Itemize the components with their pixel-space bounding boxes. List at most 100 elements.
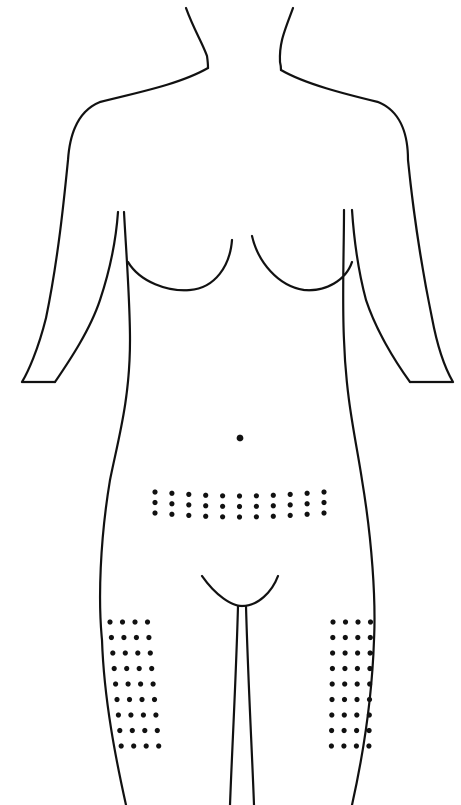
right-thigh-dot bbox=[128, 712, 133, 717]
left-thigh-dot bbox=[343, 619, 348, 624]
left-thigh-dot bbox=[368, 650, 373, 655]
abdomen-dot bbox=[220, 493, 225, 498]
left-thigh-dot bbox=[342, 666, 347, 671]
left-breast-line bbox=[128, 240, 232, 290]
left-thigh-dot bbox=[355, 635, 360, 640]
left-thigh-dot bbox=[343, 650, 348, 655]
right-thigh-dot bbox=[152, 697, 157, 702]
abdomen-dot bbox=[203, 493, 208, 498]
abdomen-dot bbox=[152, 510, 157, 515]
left-thigh-dot bbox=[367, 712, 372, 717]
right-thigh-dot bbox=[134, 635, 139, 640]
left-thigh-dot bbox=[330, 619, 335, 624]
abdomen-dot bbox=[321, 500, 326, 505]
right-thigh-dot bbox=[123, 650, 128, 655]
right-thigh-dot bbox=[131, 743, 136, 748]
lower-abdomen-dot-grid bbox=[152, 489, 326, 519]
abdomen-dot bbox=[254, 493, 259, 498]
abdomen-dot bbox=[203, 503, 208, 508]
left-thigh-dot bbox=[354, 712, 359, 717]
right-thigh-dot bbox=[155, 728, 160, 733]
right-thigh-dot bbox=[146, 635, 151, 640]
abdomen-dot bbox=[186, 502, 191, 507]
left-thigh-dot bbox=[367, 681, 372, 686]
right-thigh-dot bbox=[149, 666, 154, 671]
right-thigh-dot bbox=[141, 712, 146, 717]
right-thigh-dot bbox=[156, 743, 161, 748]
abdomen-dot bbox=[305, 501, 310, 506]
navel-dot bbox=[237, 435, 244, 442]
left-thigh-dot bbox=[330, 650, 335, 655]
abdomen-dot bbox=[152, 489, 157, 494]
abdomen-dot bbox=[152, 500, 157, 505]
right-thigh-dot bbox=[127, 697, 132, 702]
left-thigh-dot bbox=[342, 712, 347, 717]
right-thigh-dot bbox=[124, 666, 129, 671]
groin-curve bbox=[202, 576, 278, 606]
right-thigh-dot bbox=[114, 697, 119, 702]
right-thigh-dot bbox=[137, 666, 142, 671]
neck-right-line bbox=[280, 8, 293, 70]
right-thigh-dot bbox=[112, 666, 117, 671]
left-thigh-dot bbox=[367, 666, 372, 671]
left-thigh-dot bbox=[342, 697, 347, 702]
right-thigh-dot bbox=[109, 635, 114, 640]
left-thigh-dot bbox=[329, 712, 334, 717]
abdomen-dot bbox=[169, 501, 174, 506]
right-thigh-dot bbox=[142, 728, 147, 733]
navel-dot-group bbox=[237, 435, 244, 442]
right-thigh-dot bbox=[151, 681, 156, 686]
left-thigh-dot bbox=[366, 743, 371, 748]
right-thigh-dot bbox=[130, 728, 135, 733]
left-thigh-dot bbox=[368, 635, 373, 640]
left-thigh-dot bbox=[354, 697, 359, 702]
left-thigh-dot bbox=[355, 619, 360, 624]
torso-left-side bbox=[100, 212, 130, 805]
left-shoulder-arm-outline bbox=[22, 68, 208, 382]
right-thigh-dot bbox=[148, 650, 153, 655]
abdomen-dot bbox=[321, 489, 326, 494]
left-thigh-dot bbox=[342, 728, 347, 733]
abdomen-dot bbox=[288, 502, 293, 507]
right-thigh-dot bbox=[144, 743, 149, 748]
left-thigh-dot bbox=[368, 619, 373, 624]
abdomen-dot bbox=[305, 491, 310, 496]
left-thigh-dot bbox=[330, 666, 335, 671]
left-thigh-dot bbox=[367, 728, 372, 733]
left-inner-arm-line bbox=[55, 212, 118, 382]
abdomen-dot bbox=[271, 503, 276, 508]
left-thigh-dot bbox=[330, 681, 335, 686]
right-thigh-dot bbox=[107, 619, 112, 624]
left-thigh-dot bbox=[367, 697, 372, 702]
right-thigh-dot bbox=[121, 635, 126, 640]
right-thigh-dot bbox=[153, 712, 158, 717]
abdomen-dot bbox=[305, 512, 310, 517]
abdomen-dot bbox=[321, 510, 326, 515]
left-thigh-dot bbox=[341, 743, 346, 748]
abdomen-dot bbox=[169, 491, 174, 496]
abdomen-dot bbox=[254, 514, 259, 519]
right-thigh-dot bbox=[116, 712, 121, 717]
abdomen-dot bbox=[271, 493, 276, 498]
left-thigh-dot bbox=[342, 681, 347, 686]
abdomen-dot bbox=[288, 513, 293, 518]
abdomen-dot bbox=[186, 492, 191, 497]
left-thigh-dot bbox=[354, 728, 359, 733]
right-thigh-dot bbox=[110, 650, 115, 655]
right-thigh-dot-grid bbox=[107, 619, 161, 748]
left-thigh-dot bbox=[355, 650, 360, 655]
right-thigh-dot bbox=[120, 619, 125, 624]
right-thigh-dot bbox=[139, 697, 144, 702]
left-thigh-dot bbox=[355, 666, 360, 671]
abdomen-dot bbox=[220, 504, 225, 509]
left-inner-leg-line bbox=[230, 606, 238, 805]
left-thigh-dot bbox=[330, 635, 335, 640]
abdomen-dot bbox=[237, 504, 242, 509]
right-thigh-dot bbox=[132, 619, 137, 624]
left-thigh-dot bbox=[355, 681, 360, 686]
neck-left-line bbox=[186, 8, 208, 68]
right-thigh-dot bbox=[119, 743, 124, 748]
abdomen-dot bbox=[186, 513, 191, 518]
right-thigh-dot bbox=[126, 681, 131, 686]
